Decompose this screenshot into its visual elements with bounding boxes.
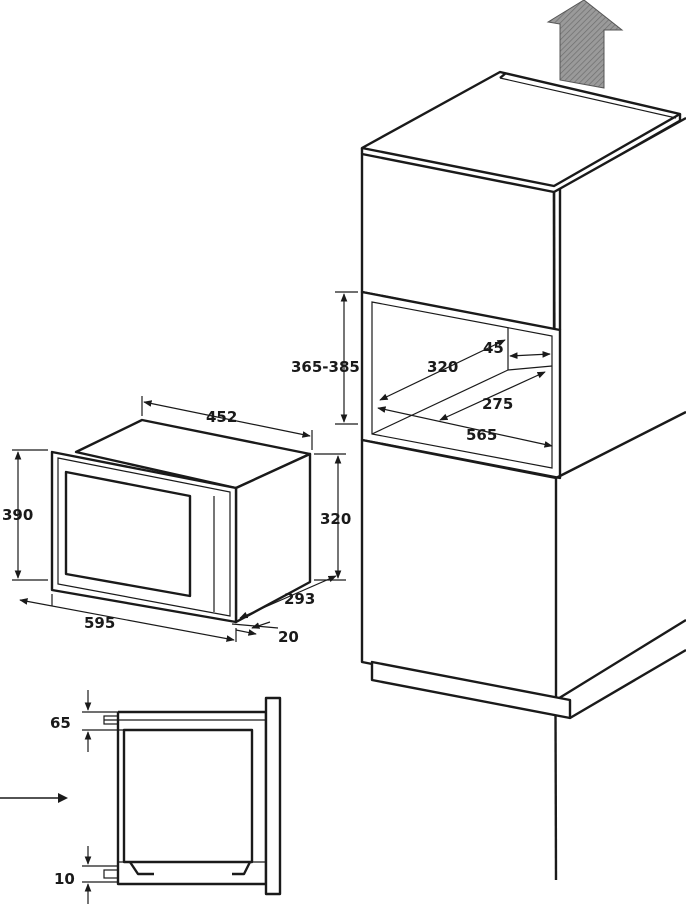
oven-frame-width-label: 595	[84, 614, 115, 632]
oven-dimensions	[12, 396, 346, 642]
built-in-oven	[50, 418, 312, 624]
side-section-view	[103, 696, 282, 896]
tall-cabinet	[360, 70, 686, 881]
oven-frame-height-label: 390	[2, 506, 33, 524]
cabinet-opening-width-label: 565	[466, 426, 497, 444]
cabinet-dimensions	[335, 291, 553, 448]
cabinet-vent-gap-label: 45	[483, 339, 504, 357]
oven-body-depth-label: 293	[284, 590, 315, 608]
oven-frame-thickness-label: 20	[278, 628, 299, 646]
oven-body-width-label: 452	[206, 408, 237, 426]
oven-body-height-label: 320	[320, 510, 351, 528]
right-arrow-icon	[0, 793, 68, 803]
cabinet-niche-depth-label: 320	[427, 358, 458, 376]
cabinet-niche-height-label: 365-385	[291, 358, 360, 376]
side-top-gap-label: 65	[50, 714, 71, 732]
cabinet-opening-depth-label: 275	[482, 395, 513, 413]
up-arrow-icon	[546, 0, 624, 89]
side-view-dimensions	[82, 690, 124, 904]
side-bottom-gap-label: 10	[54, 870, 75, 888]
